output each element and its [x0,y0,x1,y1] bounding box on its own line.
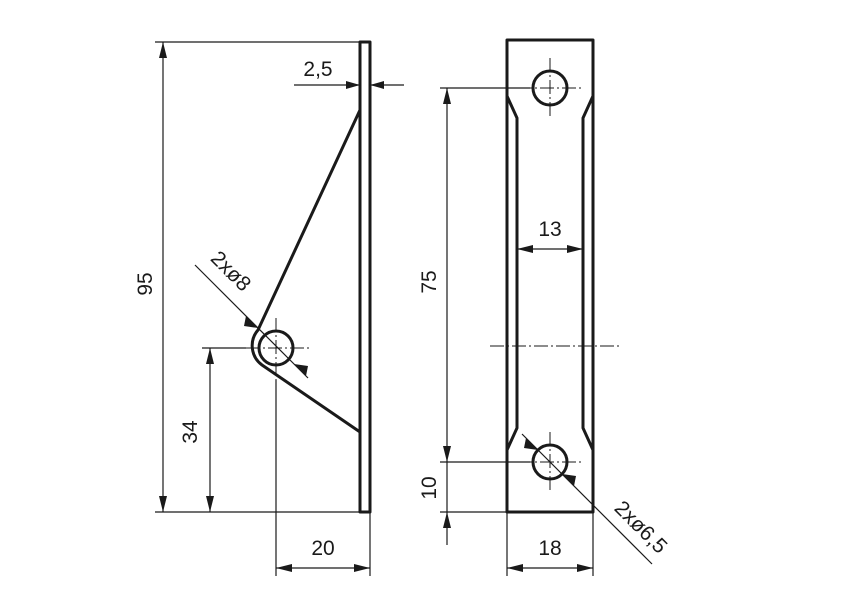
dim-75-label: 75 [418,270,441,293]
dim-95-arrow-bottom [159,496,167,512]
dim-2-5-arrow-left [346,81,360,89]
dim-95-arrow-top [159,42,167,58]
dim-13-arrow-left [517,245,533,253]
dim-34-arrow-bottom [206,496,214,512]
dim-75-arrow-bottom [443,446,451,462]
dim-18-arrow-left [507,564,523,572]
dim-2x8-arrow-lower [294,364,308,376]
dim-13-label: 13 [538,218,561,241]
front-left-flange [505,95,519,451]
dim-2x6-5-label: 2xø6,5 [610,497,672,559]
dim-18-arrow-right [577,564,593,572]
dim-2x6-5-arrow-upper [524,438,538,450]
front-plate-outline [505,38,595,514]
side-view: 95 2,5 2xø8 34 20 [134,40,404,576]
dim-2x6-5-leader [521,433,653,565]
dim-34-label: 34 [179,420,202,444]
dim-2x6-5-arrow-lower [562,474,576,486]
dim-75-arrow-top [443,88,451,104]
dim-20-label: 20 [311,537,334,560]
dim-18-label: 18 [538,537,561,560]
dim-2-5-label: 2,5 [303,58,332,81]
side-gusset-outline [250,109,362,434]
dim-2x8-label: 2xø8 [206,247,255,296]
side-plate-edge [358,40,372,514]
dim-20-arrow-right [354,564,370,572]
dim-13-arrow-right [567,245,583,253]
front-view: 75 10 13 18 2xø6,5 [418,38,672,576]
front-right-flange [581,95,595,451]
dim-10-label: 10 [418,476,441,499]
dim-10-arrow [443,512,451,528]
dim-2-5-arrow-right [370,81,384,89]
dim-34-arrow-top [206,348,214,364]
dim-2x8-arrow-upper [244,316,258,328]
dim-20-arrow-left [276,564,292,572]
dim-95-label: 95 [134,272,157,295]
